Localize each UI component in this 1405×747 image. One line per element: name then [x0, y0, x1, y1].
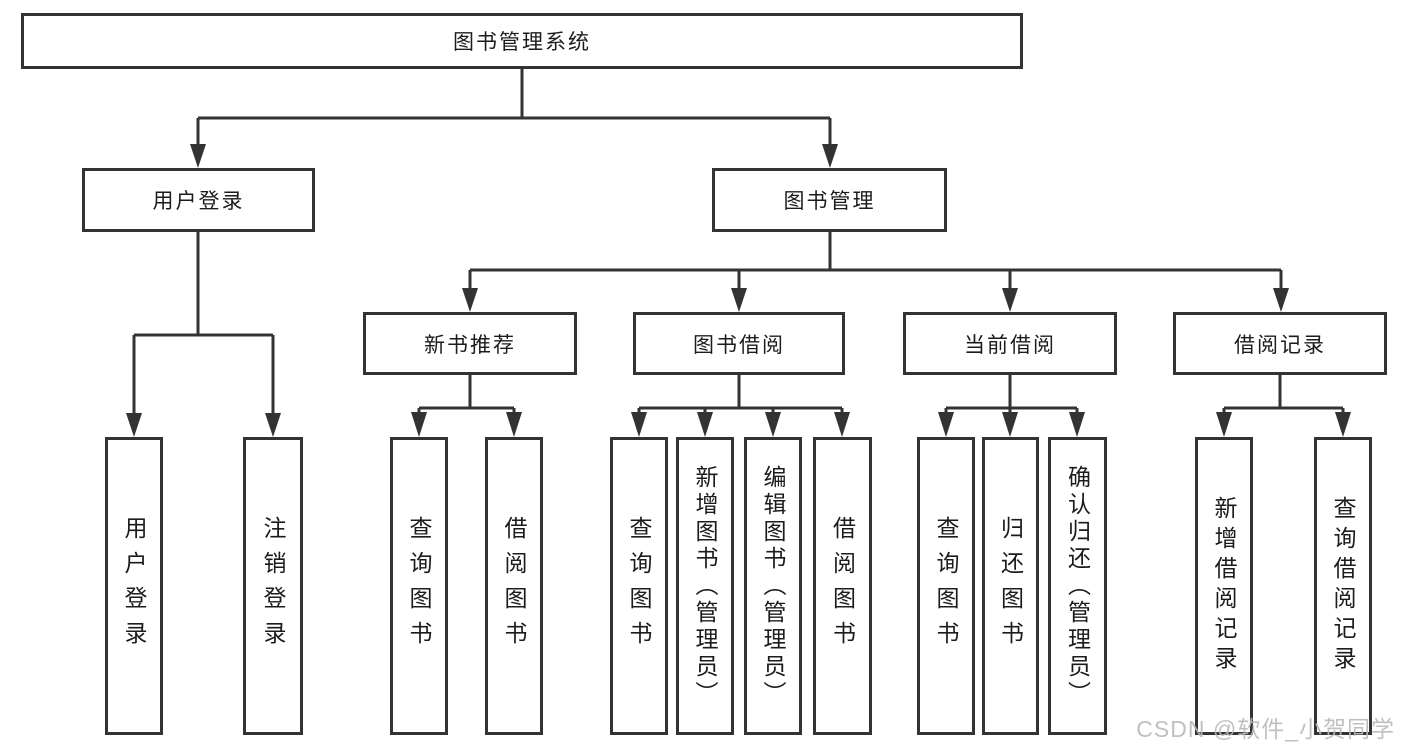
leaf-query-books-current: 查询图书 — [917, 437, 975, 735]
connector-book-management-to-level3 — [462, 232, 1289, 312]
leaf-borrow-books-recommend: 借阅图书 — [485, 437, 543, 735]
csdn-watermark: CSDN @软件_小贺同学 — [1136, 716, 1395, 742]
leaf-borrow-books: 借阅图书 — [813, 437, 872, 735]
leaf-edit-book-admin: 编辑图书（管理员） — [744, 437, 802, 735]
leaf-add-borrow-record: 新增借阅记录 — [1195, 437, 1253, 735]
connector-user-login-to-leaves — [126, 232, 281, 437]
node-library-management-system: 图书管理系统 — [21, 13, 1023, 69]
leaf-logout: 注销登录 — [243, 437, 303, 735]
leaf-confirm-return-admin: 确认归还（管理员） — [1048, 437, 1107, 735]
connector-new-book-recommend-to-leaves — [411, 375, 522, 437]
node-user-login: 用户登录 — [82, 168, 315, 232]
leaf-user-login: 用户登录 — [105, 437, 163, 735]
connector-book-borrow-to-leaves — [631, 375, 850, 437]
node-new-book-recommend: 新书推荐 — [363, 312, 577, 375]
node-current-borrow: 当前借阅 — [903, 312, 1117, 375]
node-book-management: 图书管理 — [712, 168, 947, 232]
node-book-borrow: 图书借阅 — [633, 312, 845, 375]
leaf-query-borrow-record: 查询借阅记录 — [1314, 437, 1372, 735]
leaf-add-book-admin: 新增图书（管理员） — [676, 437, 734, 735]
node-borrow-records: 借阅记录 — [1173, 312, 1387, 375]
leaf-query-books-borrow: 查询图书 — [610, 437, 668, 735]
connector-root-to-level2 — [190, 69, 838, 168]
leaf-query-books-recommend: 查询图书 — [390, 437, 448, 735]
connector-borrow-records-to-leaves — [1216, 375, 1351, 437]
connector-current-borrow-to-leaves — [938, 375, 1085, 437]
leaf-return-book: 归还图书 — [982, 437, 1039, 735]
